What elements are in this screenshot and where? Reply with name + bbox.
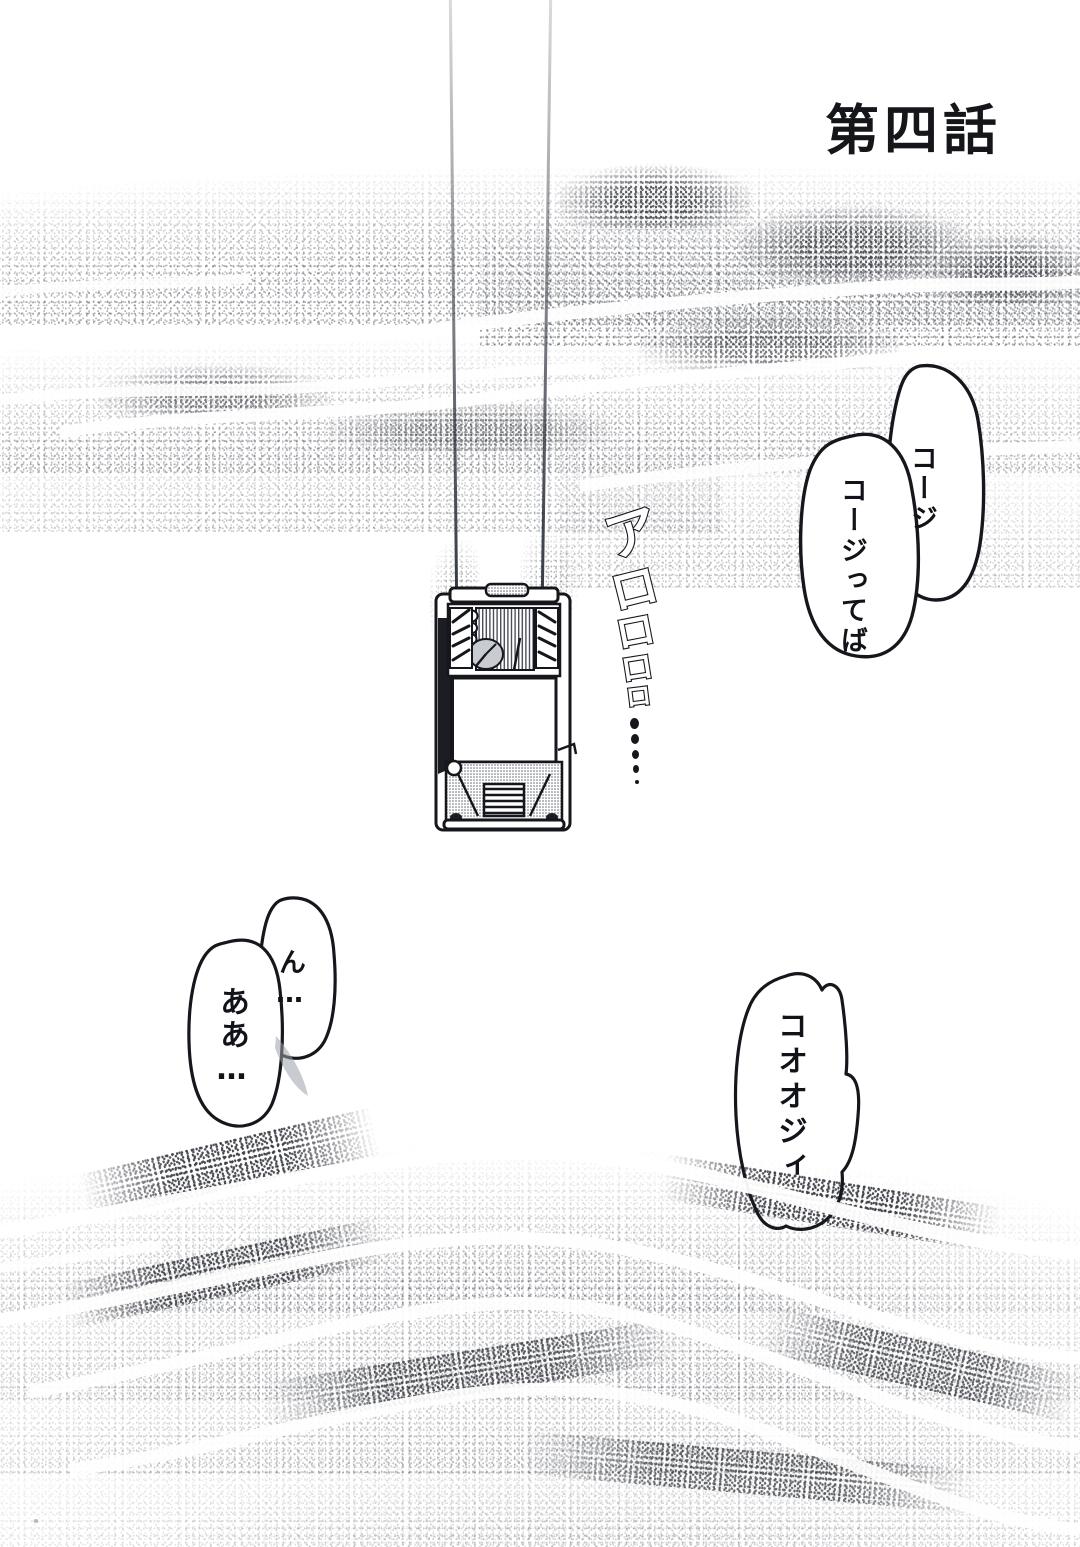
ridge-crest-shadow	[758, 1304, 1080, 1424]
ink-speck	[34, 1519, 38, 1523]
chapter-title: 第四話	[825, 99, 1002, 162]
sfx-char-ro-4: ロ	[623, 679, 654, 713]
tree-cluster	[100, 360, 330, 420]
sound-effect-arororo: ア ロ ロ ロ ロ	[594, 496, 704, 808]
bubble-text-kojitteba: コージってば	[836, 476, 867, 656]
tree-cluster	[330, 398, 610, 453]
sfx-char-ro-3: ロ	[617, 646, 657, 691]
truck-top-view	[434, 582, 578, 832]
sfx-trail-dot	[632, 750, 639, 759]
tire-trail-right	[540, 0, 553, 596]
bubble-text-n: ん…	[274, 948, 305, 1012]
lower-mountain-range	[0, 1080, 1080, 1547]
tire-trail-left	[448, 0, 459, 600]
sfx-trail-dot	[633, 765, 639, 773]
ridge-crest-shadow	[259, 1317, 681, 1427]
sfx-trail-dot	[635, 780, 639, 784]
ridge-crest-shadow	[58, 1216, 392, 1330]
speech-bubble-group-lower-left: ん… ああ…	[180, 890, 370, 1140]
sfx-char-a: ア	[597, 496, 667, 571]
tree-cluster	[930, 230, 1080, 305]
ridge-crest-shadow	[658, 1153, 1002, 1253]
ridge-crest-shadow	[518, 1430, 982, 1514]
bubble-text-aa: ああ…	[214, 986, 249, 1090]
ridge-crest-shadow	[78, 1106, 382, 1224]
speech-bubble-group-upper-right: コージ コージってば	[790, 358, 1005, 668]
sfx-trail-dot	[630, 718, 639, 729]
bubble-text-koji: コージ	[906, 444, 937, 534]
sfx-trail-dot	[631, 734, 639, 744]
tree-cluster	[560, 160, 750, 230]
